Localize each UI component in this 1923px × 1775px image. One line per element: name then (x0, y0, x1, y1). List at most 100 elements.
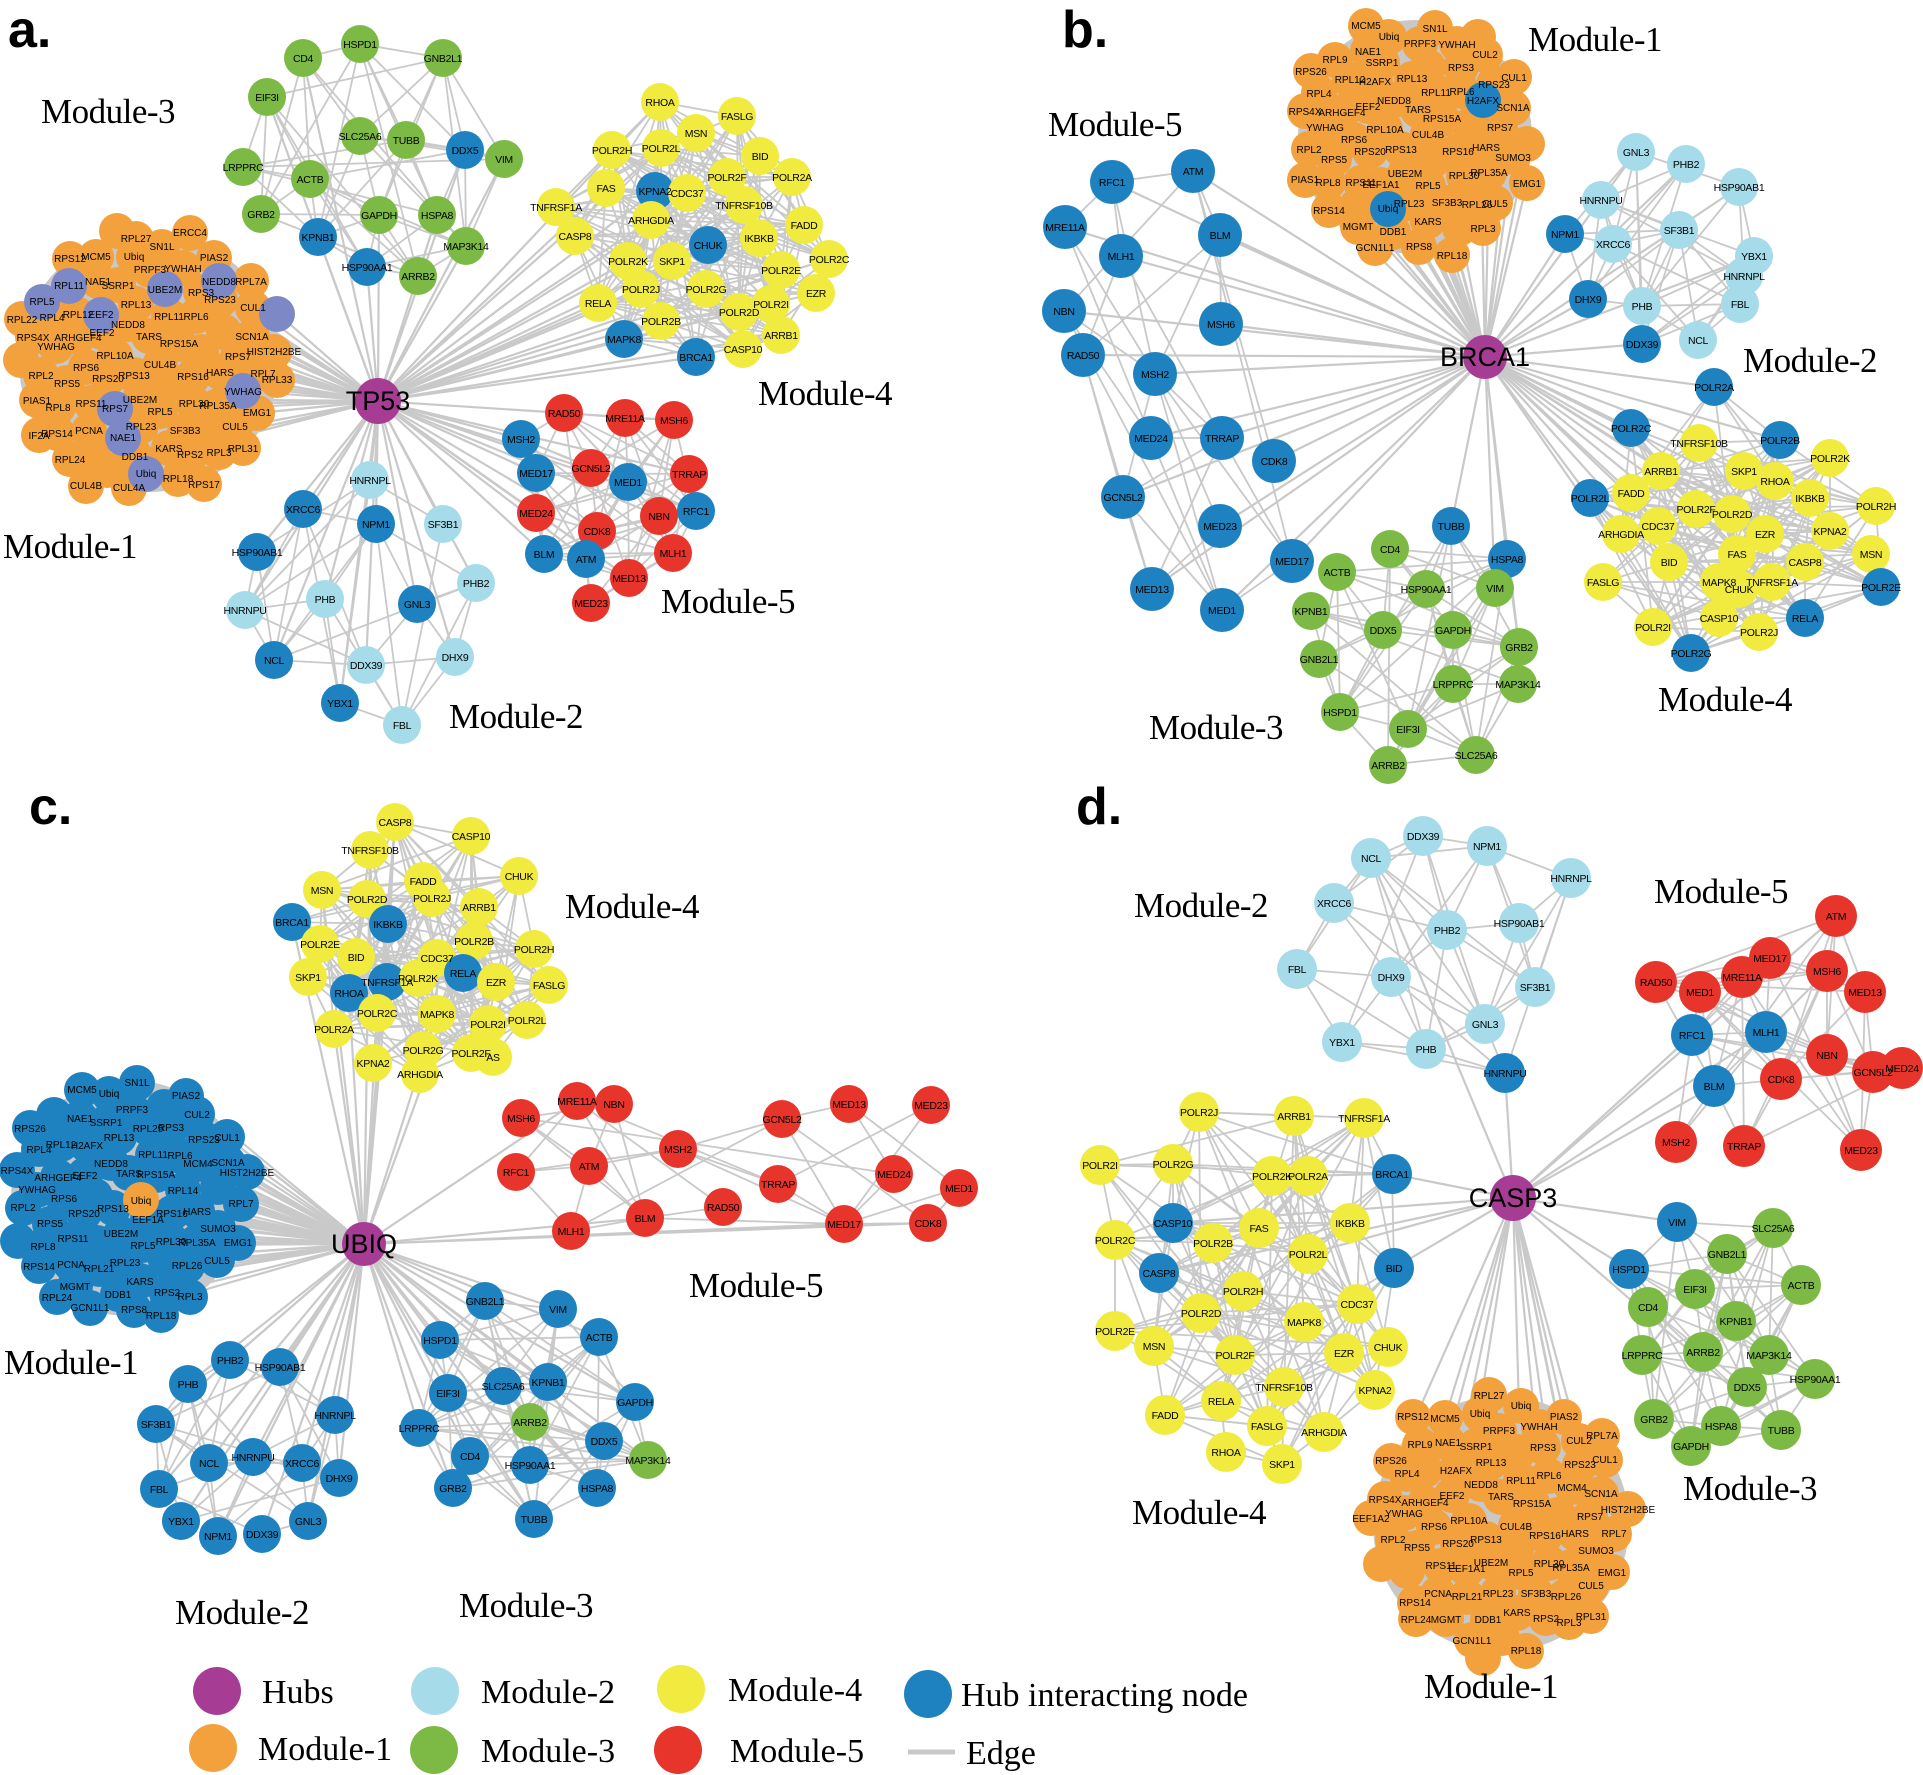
svg-text:SF3B1: SF3B1 (141, 1419, 172, 1431)
svg-text:RPS2: RPS2 (177, 450, 204, 461)
svg-text:Module-3: Module-3 (459, 1586, 593, 1625)
svg-text:RPL7: RPL7 (250, 369, 275, 380)
svg-text:MSH2: MSH2 (1662, 1137, 1690, 1149)
svg-text:RPL26: RPL26 (1551, 1592, 1582, 1603)
svg-text:POLR2H: POLR2H (1856, 501, 1896, 513)
svg-text:GNB2L1: GNB2L1 (466, 1296, 505, 1308)
svg-text:MCM5: MCM5 (1430, 1414, 1460, 1425)
svg-text:RPL23: RPL23 (126, 422, 157, 433)
svg-text:EEF2: EEF2 (89, 328, 114, 339)
svg-text:POLR2A: POLR2A (314, 1024, 354, 1036)
svg-text:Ubiq: Ubiq (1378, 204, 1399, 215)
svg-text:MAPK8: MAPK8 (607, 334, 642, 346)
svg-text:RHOA: RHOA (334, 988, 363, 1000)
svg-text:PHB2: PHB2 (217, 1355, 244, 1367)
svg-text:POLR2A: POLR2A (772, 172, 812, 184)
svg-text:RPS20: RPS20 (68, 1209, 100, 1220)
svg-text:HIST2H2BE: HIST2H2BE (247, 347, 302, 358)
svg-text:ATM: ATM (1183, 166, 1204, 178)
svg-text:RFC1: RFC1 (503, 1167, 530, 1179)
svg-text:RELA: RELA (1208, 1396, 1235, 1408)
svg-text:Module-2: Module-2 (481, 1674, 615, 1711)
svg-text:KPNA2: KPNA2 (1814, 526, 1847, 538)
svg-text:Module-4: Module-4 (1132, 1493, 1266, 1532)
svg-text:NEDD8: NEDD8 (94, 1159, 128, 1170)
svg-text:YBX1: YBX1 (168, 1516, 194, 1528)
svg-text:FADD: FADD (1618, 488, 1646, 500)
svg-text:NEDD8: NEDD8 (1377, 96, 1411, 107)
svg-text:Ubiq: Ubiq (1511, 1401, 1532, 1412)
svg-text:RPS5: RPS5 (1321, 155, 1348, 166)
svg-text:Module-3: Module-3 (481, 1733, 615, 1770)
svg-text:MED1: MED1 (1686, 987, 1714, 999)
svg-text:d.: d. (1076, 778, 1122, 836)
svg-text:TRRAP: TRRAP (672, 469, 706, 481)
svg-text:MRE11A: MRE11A (1045, 222, 1085, 234)
svg-text:HSP90AA1: HSP90AA1 (1790, 1374, 1841, 1386)
svg-text:RPL21: RPL21 (1452, 1592, 1483, 1603)
svg-text:Module-1: Module-1 (3, 527, 137, 566)
svg-text:MED13: MED13 (1848, 987, 1882, 999)
svg-text:SN1L: SN1L (1422, 24, 1447, 35)
svg-text:EIF3I: EIF3I (1396, 724, 1420, 736)
svg-text:RPL13: RPL13 (1476, 1458, 1507, 1469)
svg-text:RPL18: RPL18 (1511, 1646, 1542, 1657)
svg-text:HARS: HARS (206, 368, 234, 379)
svg-text:DDX39: DDX39 (1407, 831, 1440, 843)
svg-text:PHB: PHB (315, 594, 336, 606)
svg-text:RPS7: RPS7 (1577, 1512, 1604, 1523)
svg-text:RPS14: RPS14 (1399, 1598, 1431, 1609)
svg-text:ARHGEF4: ARHGEF4 (34, 1173, 82, 1184)
svg-text:MAPK8: MAPK8 (1287, 1317, 1322, 1329)
svg-text:CDK8: CDK8 (584, 526, 611, 538)
svg-text:Module-4: Module-4 (758, 374, 892, 413)
svg-text:MRE11A: MRE11A (1722, 972, 1762, 984)
svg-text:EIF3I: EIF3I (436, 1388, 460, 1400)
svg-text:RPL5: RPL5 (29, 297, 54, 308)
svg-text:TNFRSF1A: TNFRSF1A (530, 202, 582, 214)
svg-text:RPS4X: RPS4X (1, 1166, 34, 1177)
svg-text:PHB2: PHB2 (1434, 925, 1461, 937)
svg-text:PIAS1: PIAS1 (23, 396, 52, 407)
svg-text:TNFRSF1A: TNFRSF1A (361, 977, 413, 989)
svg-text:LRPPRC: LRPPRC (1433, 679, 1475, 691)
svg-text:FBL: FBL (393, 720, 412, 732)
svg-text:RPL11: RPL11 (54, 281, 84, 292)
svg-text:PRPF3: PRPF3 (134, 265, 167, 276)
svg-text:YWHAG: YWHAG (18, 1185, 56, 1196)
svg-text:RFC1: RFC1 (683, 506, 710, 518)
svg-text:MED1: MED1 (945, 1183, 973, 1195)
svg-text:RAD50: RAD50 (707, 1202, 740, 1214)
svg-text:RPS11: RPS11 (1346, 178, 1377, 189)
svg-text:RPS6: RPS6 (1341, 135, 1368, 146)
svg-text:NAE1: NAE1 (1435, 1438, 1462, 1449)
svg-text:CUL4B: CUL4B (70, 481, 103, 492)
svg-text:Module-3: Module-3 (1149, 708, 1283, 747)
svg-text:ACTB: ACTB (1324, 567, 1351, 579)
svg-text:RPL14: RPL14 (168, 1186, 199, 1197)
svg-text:Hub interacting node: Hub interacting node (961, 1677, 1248, 1714)
svg-text:RPS3: RPS3 (188, 288, 215, 299)
svg-text:RPL10A: RPL10A (1366, 125, 1404, 136)
svg-text:EIF3I: EIF3I (255, 92, 279, 104)
svg-text:RPS8: RPS8 (121, 1305, 148, 1316)
svg-text:RPS13: RPS13 (118, 371, 150, 382)
svg-text:CDC37: CDC37 (671, 188, 704, 200)
svg-text:NAE1: NAE1 (110, 433, 137, 444)
svg-text:RPL4: RPL4 (1306, 89, 1331, 100)
svg-text:NCL: NCL (1361, 853, 1382, 865)
svg-text:Module-3: Module-3 (41, 92, 175, 131)
svg-text:RAD50: RAD50 (548, 408, 581, 420)
svg-text:ARRB1: ARRB1 (764, 330, 798, 342)
svg-text:NCL: NCL (1688, 335, 1709, 347)
svg-text:HSP90AB1: HSP90AB1 (1714, 182, 1765, 194)
svg-text:CASP10: CASP10 (1154, 1218, 1193, 1230)
svg-text:DHX9: DHX9 (1575, 294, 1602, 306)
svg-text:TUBB: TUBB (1768, 1425, 1795, 1437)
svg-text:RPS4X: RPS4X (1289, 107, 1322, 118)
svg-text:HSP90AA1: HSP90AA1 (1401, 584, 1452, 596)
svg-text:SSRP1: SSRP1 (1460, 1442, 1493, 1453)
svg-text:PHB2: PHB2 (1673, 159, 1700, 171)
svg-text:POLR2K: POLR2K (398, 973, 438, 985)
svg-text:RPS5: RPS5 (37, 1219, 64, 1230)
